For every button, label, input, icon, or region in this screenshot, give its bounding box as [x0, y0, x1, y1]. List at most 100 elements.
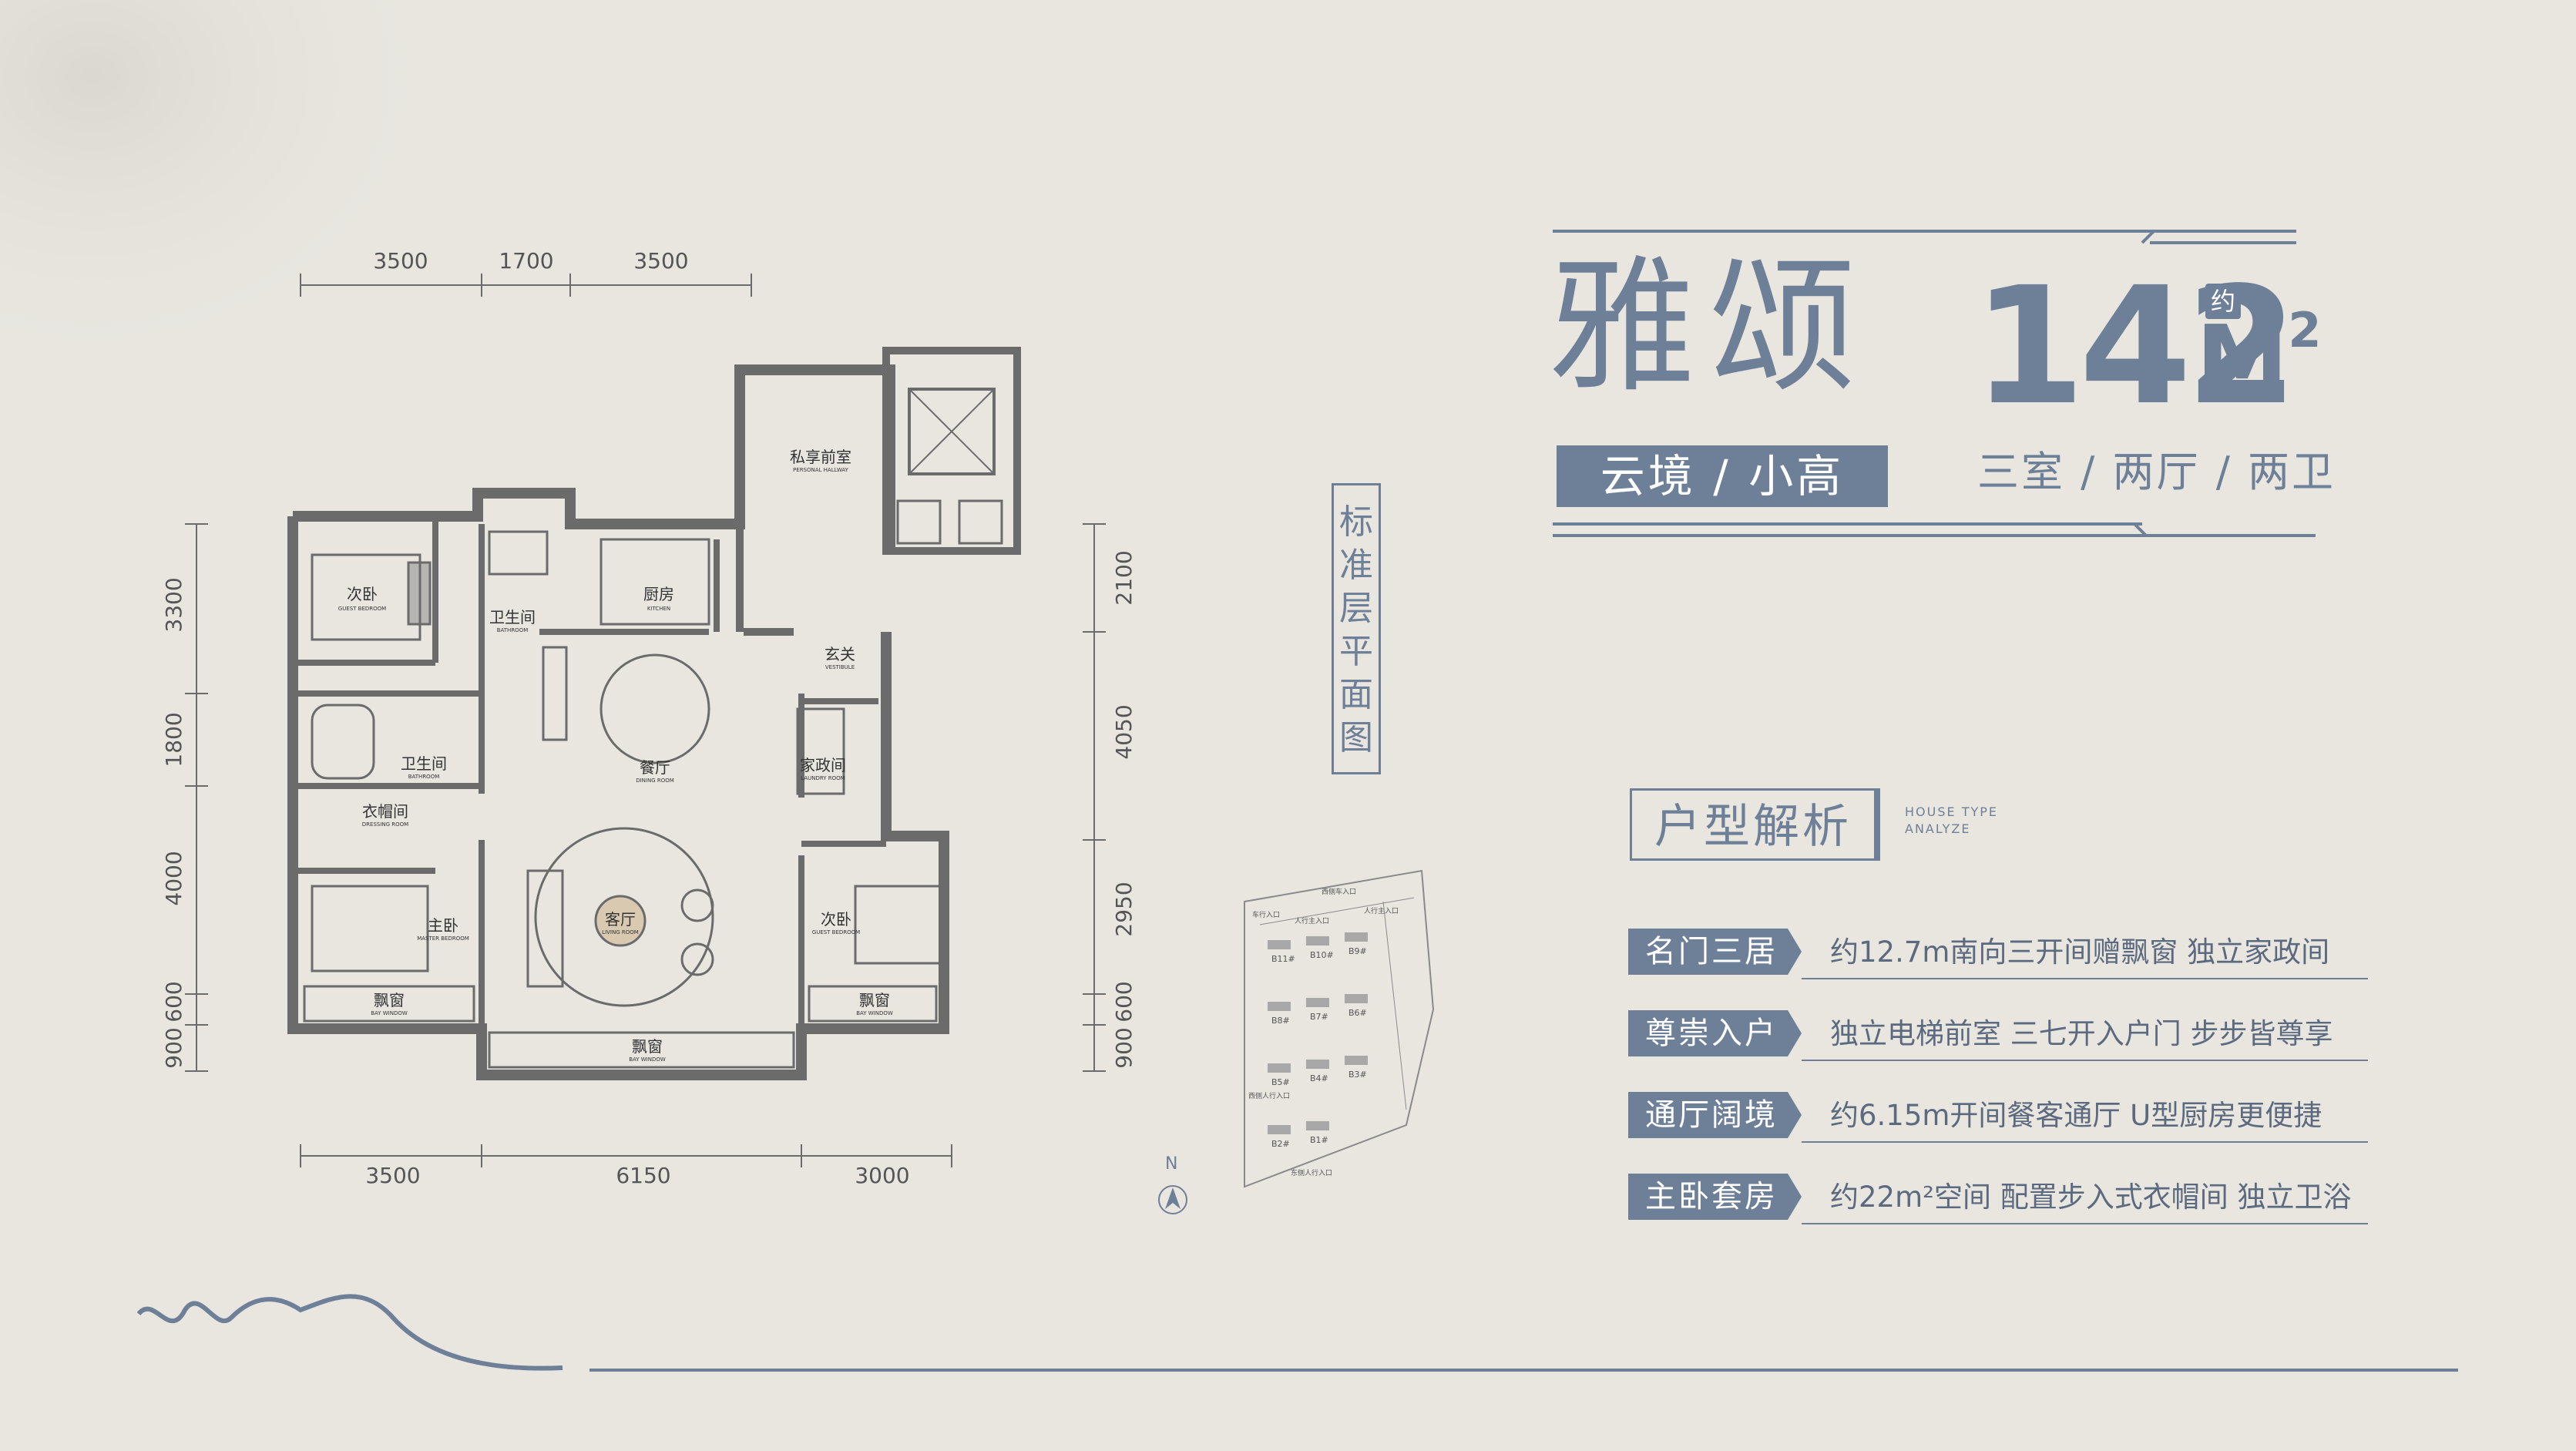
- floor-plan: 3500 1700 3500 3500 6150 3000 3300 1800 …: [161, 248, 1137, 1188]
- room-hallway-en: PERSONAL HALLWAY: [793, 467, 849, 473]
- room-kitchen-en: KITCHEN: [647, 606, 670, 612]
- dim-top-3: 3500: [633, 248, 688, 274]
- site-building-b9: B9#: [1348, 946, 1367, 956]
- room-master: 主卧: [428, 916, 458, 935]
- dim-left-5: 900: [161, 1027, 186, 1068]
- room-guest1-en: GUEST BEDROOM: [338, 606, 386, 612]
- site-building-b5: B5#: [1271, 1077, 1290, 1087]
- north-label: N: [1165, 1154, 1178, 1174]
- room-bath1-en: BATHROOM: [497, 627, 529, 633]
- room-guest1: 次卧: [347, 585, 378, 603]
- site-building-b11: B11#: [1271, 954, 1295, 964]
- project-name: 雅颂: [1549, 242, 1870, 412]
- site-entrance-5: 西侧人行入口: [1248, 1091, 1290, 1100]
- feature-tag: 名门三居: [1628, 929, 1802, 975]
- feature-rule: [1802, 978, 2368, 979]
- room-bath2-en: BATHROOM: [408, 774, 440, 780]
- room-dressing: 衣帽间: [362, 802, 408, 821]
- dim-right-3: 2950: [1111, 882, 1137, 936]
- feature-row: 通厅阔境 约6.15m开间餐客通厅 U型厨房更便捷: [1628, 1092, 2368, 1143]
- room-guest2-en: GUEST BEDROOM: [812, 929, 860, 935]
- site-building-b8: B8#: [1271, 1016, 1290, 1026]
- feature-tag: 通厅阔境: [1628, 1092, 1802, 1138]
- site-entrance-2: 人行主入口: [1364, 906, 1399, 915]
- subtitle-badge: 云境 / 小高: [1557, 445, 1888, 507]
- left-dimension-line: [185, 523, 208, 1072]
- bay-windows: [303, 985, 938, 1069]
- site-entrance-1: 西侧车入口: [1322, 887, 1356, 896]
- dim-top-2: 1700: [499, 248, 553, 274]
- right-dimension-line: [1083, 523, 1106, 1072]
- site-building-b2: B2#: [1271, 1139, 1290, 1149]
- room-vestibule: 玄关: [825, 645, 855, 663]
- header-frame-lines: [1553, 230, 2316, 537]
- room-dining: 餐厅: [640, 758, 670, 777]
- room-vestibule-en: VESTIBULE: [825, 664, 855, 670]
- room-living-en: LIVING ROOM: [602, 929, 639, 935]
- dim-right-1: 2100: [1111, 550, 1137, 605]
- area-value: 142: [1973, 252, 2298, 441]
- room-dressing-en: DRESSING ROOM: [362, 821, 408, 828]
- room-bay3: 飘窗: [859, 991, 890, 1009]
- site-building-b3: B3#: [1348, 1070, 1367, 1080]
- site-plan: B11# B10# B9# B8# B7# B6# B5# B4# B3# B2…: [1244, 869, 1435, 1188]
- feature-desc: 独立电梯前室 三七开入户门 步步皆尊享: [1830, 1017, 2333, 1050]
- analysis-frame: [1872, 788, 1880, 861]
- analysis-en-label: HOUSE TYPE ANALYZE: [1905, 804, 1998, 836]
- dim-top-1: 3500: [373, 248, 428, 274]
- room-kitchen: 厨房: [643, 585, 674, 603]
- room-bay3-en: BAY WINDOW: [856, 1010, 893, 1016]
- elevator-core: [882, 347, 1021, 555]
- area-approx-badge: 约: [2205, 284, 2241, 319]
- room-count: 三室 / 两厅 / 两卫: [1977, 448, 2336, 496]
- site-entrance-4: 人行主入口: [1295, 916, 1329, 925]
- room-laundry-en: LAUNDRY ROOM: [801, 775, 845, 781]
- feature-rule: [1802, 1223, 2368, 1224]
- room-master-en: MASTER BEDROOM: [417, 935, 469, 942]
- analysis-title: 户型解析: [1630, 788, 1876, 861]
- feature-desc: 约12.7m南向三开间赠飘窗 独立家政间: [1830, 935, 2330, 969]
- site-building-b6: B6#: [1348, 1008, 1367, 1018]
- room-living: 客厅: [605, 910, 636, 929]
- room-bath2: 卫生间: [401, 754, 447, 773]
- site-entrance-3: 车行入口: [1252, 910, 1280, 919]
- dim-bottom-3: 3000: [855, 1163, 909, 1188]
- room-bath1: 卫生间: [489, 608, 536, 626]
- feature-row: 主卧套房 约22m²空间 配置步入式衣帽间 独立卫浴: [1628, 1174, 2368, 1224]
- room-bay1-en: BAY WINDOW: [371, 1010, 408, 1016]
- site-building-b10: B10#: [1310, 950, 1334, 960]
- room-dining-en: DINING ROOM: [636, 778, 674, 784]
- north-arrow-icon: [1158, 1185, 1187, 1214]
- feature-row: 名门三居 约12.7m南向三开间赠飘窗 独立家政间: [1628, 929, 2368, 979]
- furniture: [311, 530, 942, 1007]
- room-hallway: 私享前室: [790, 448, 851, 466]
- site-entrance-6: 东侧人行入口: [1291, 1168, 1332, 1177]
- room-guest2: 次卧: [821, 910, 851, 929]
- site-building-b1: B1#: [1310, 1135, 1328, 1145]
- bottom-wave-decoration: [136, 1294, 2458, 1372]
- walls: [287, 364, 949, 1080]
- feature-tag: 尊崇入户: [1628, 1010, 1802, 1056]
- bottom-dimension-line: [300, 1144, 952, 1167]
- room-bay1: 飘窗: [374, 991, 405, 1009]
- dim-right-4: 600: [1111, 981, 1137, 1022]
- dim-left-3: 4000: [161, 851, 186, 905]
- dim-left-4: 600: [161, 981, 186, 1022]
- dim-right-2: 4050: [1111, 704, 1137, 759]
- room-bay2-en: BAY WINDOW: [629, 1056, 666, 1063]
- site-building-b4: B4#: [1310, 1073, 1328, 1083]
- site-building-b7: B7#: [1310, 1012, 1328, 1022]
- feature-row: 尊崇入户 独立电梯前室 三七开入户门 步步皆尊享: [1628, 1010, 2368, 1061]
- dim-right-5: 900: [1111, 1027, 1137, 1068]
- room-laundry: 家政间: [800, 756, 846, 774]
- dim-left-2: 1800: [161, 712, 186, 767]
- standard-floor-plan-label: 标 准 层 平 面 图: [1332, 483, 1381, 774]
- feature-rule: [1802, 1060, 2368, 1061]
- dim-bottom-1: 3500: [365, 1163, 420, 1188]
- dim-left-1: 3300: [161, 577, 186, 632]
- feature-desc: 约6.15m开间餐客通厅 U型厨房更便捷: [1830, 1099, 2322, 1132]
- dim-bottom-2: 6150: [616, 1163, 670, 1188]
- feature-rule: [1802, 1141, 2368, 1143]
- room-bay2: 飘窗: [632, 1037, 663, 1056]
